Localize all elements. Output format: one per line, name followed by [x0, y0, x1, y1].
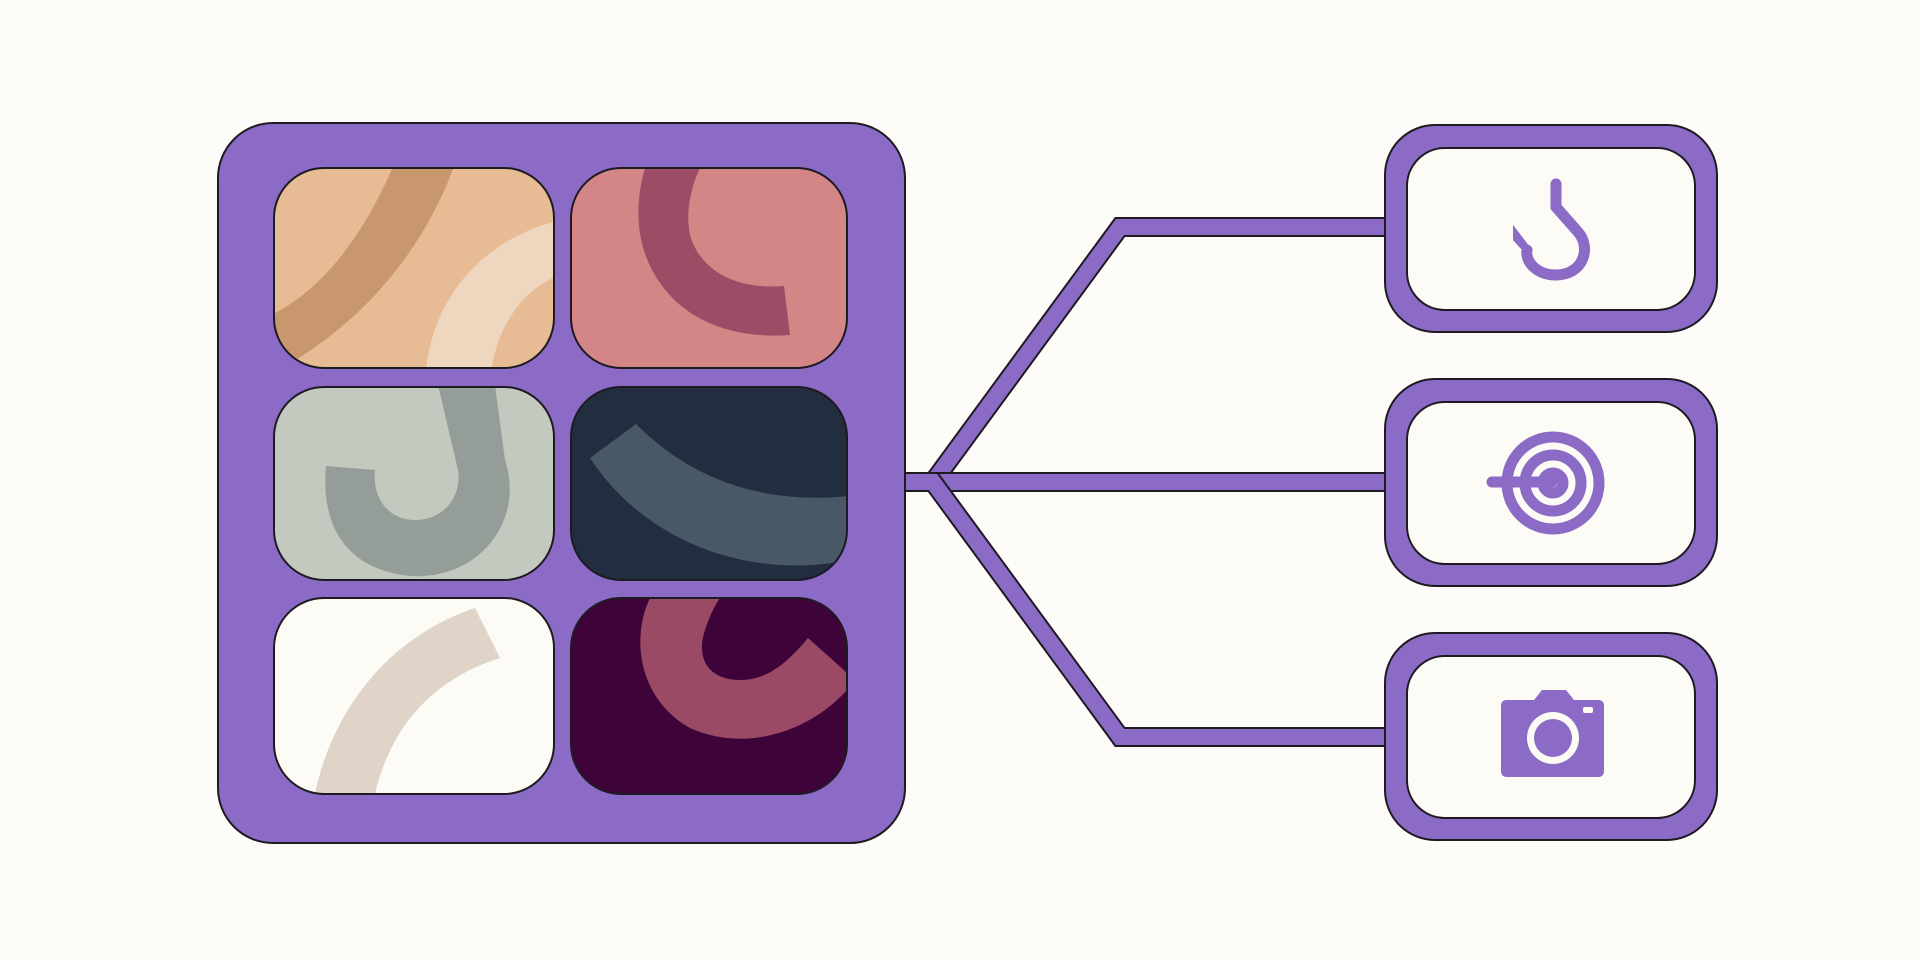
swatch-navy[interactable]: [570, 386, 850, 581]
connector-lines: [905, 217, 1395, 747]
spiral-target-icon: [1486, 431, 1605, 535]
palette-board: [217, 122, 906, 844]
swatch-sage[interactable]: [273, 385, 555, 581]
swatch-plum[interactable]: [570, 597, 855, 795]
fishing-hook-icon: [1513, 178, 1590, 281]
swatch-rose[interactable]: [570, 167, 848, 369]
output-card-hook[interactable]: [1384, 124, 1718, 333]
output-card-target[interactable]: [1384, 378, 1718, 587]
connector-to-camera: [905, 474, 1395, 745]
output-card-camera[interactable]: [1384, 632, 1718, 841]
camera-icon: [1501, 690, 1604, 777]
connector-to-hook: [905, 219, 1395, 490]
swatch-cream[interactable]: [273, 597, 555, 795]
swatch-peach[interactable]: [260, 150, 560, 380]
